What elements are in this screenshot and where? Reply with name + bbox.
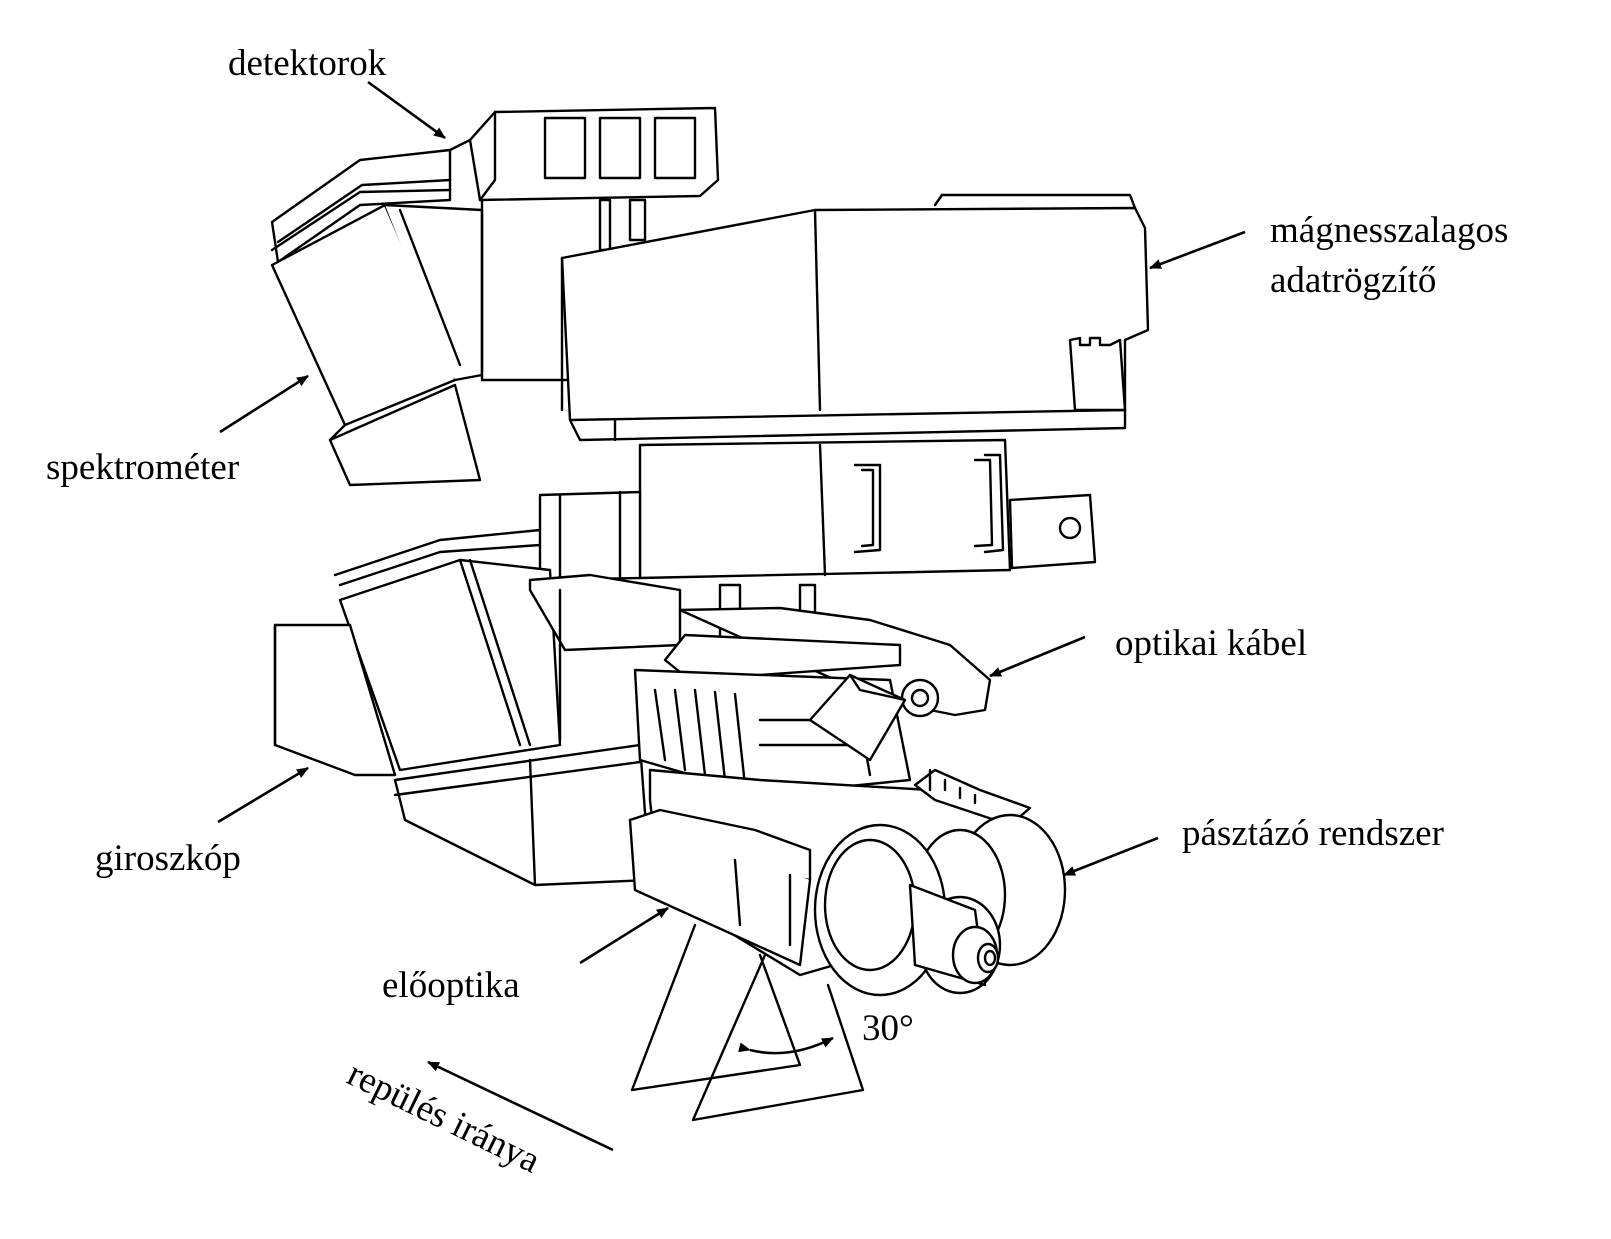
instrument-drawing — [270, 106, 1150, 1122]
arrow-giroszkop — [217, 766, 309, 824]
label-giroszkop: giroszkóp — [95, 838, 241, 879]
electronics-box — [538, 438, 1097, 582]
arrow-eloptika — [579, 906, 669, 965]
arrow-pasztazo — [1063, 836, 1159, 877]
scanning-cylinders — [813, 813, 1067, 997]
field-of-view — [630, 923, 865, 1122]
arrow-flight-direction — [427, 1060, 614, 1152]
tape-recorder — [560, 193, 1150, 442]
label-eloptika: előoptika — [382, 965, 520, 1006]
arrow-optikai-kabel — [989, 635, 1086, 678]
spectrometer-upper-housing — [270, 148, 484, 487]
label-flight-direction: repülés iránya — [341, 1053, 546, 1181]
arrow-magneto — [1149, 230, 1246, 270]
detectors-block — [448, 106, 720, 202]
labels: detektorok mágnesszalagos adatrögzítő sp… — [46, 43, 1508, 1182]
label-detektorok: detektorok — [228, 43, 387, 84]
arrow-detektorok — [367, 80, 446, 140]
label-angle: 30° — [862, 1008, 914, 1049]
arrow-spektrometer — [219, 374, 309, 434]
lower-housing — [273, 528, 817, 887]
label-pasztazo: pásztázó rendszer — [1182, 813, 1444, 854]
leader-arrows — [217, 80, 1246, 1152]
label-magneto-line2: adatrögzítő — [1270, 260, 1436, 301]
pre-optics-box — [628, 808, 812, 967]
scan-head-box — [633, 633, 912, 797]
label-optikai-kabel: optikai kábel — [1115, 623, 1307, 664]
label-magneto-line1: mágnesszalagos — [1270, 210, 1508, 251]
label-spektrometer: spektrométer — [46, 447, 239, 488]
